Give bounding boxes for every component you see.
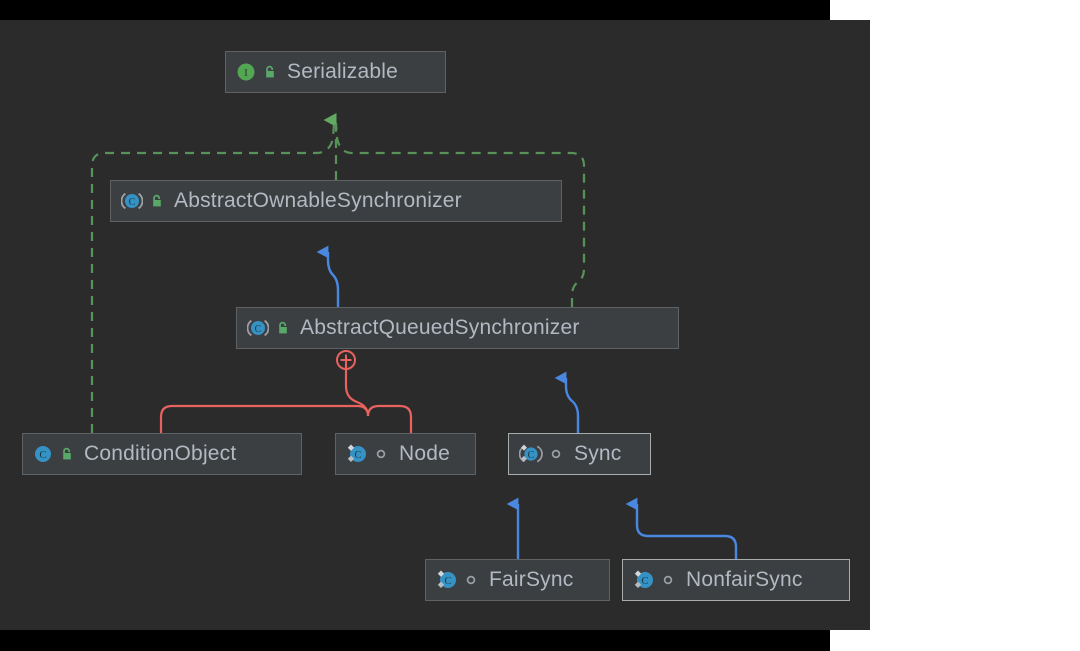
lock-public-icon (58, 447, 74, 461)
class-node-nonfair-sync[interactable]: C NonfairSync (622, 559, 850, 601)
diagram-canvas[interactable]: I Serializable C (0, 20, 870, 630)
abstract-class-icon: C (121, 191, 143, 211)
edge-aqs-inner-trunk (159, 364, 370, 433)
edge-conditionobject-to-serializable (90, 123, 336, 433)
class-node-label: Serializable (287, 60, 398, 83)
static-class-icon: C (436, 569, 458, 591)
class-node-label: ConditionObject (84, 442, 237, 465)
package-private-icon (463, 574, 479, 586)
class-node-label: Node (399, 442, 451, 465)
edge-aqs-to-aos (316, 245, 340, 307)
abstract-static-class-icon: C (519, 443, 543, 465)
edge-inner-class-group (159, 350, 413, 433)
package-private-icon (548, 448, 564, 460)
edge-realization-group (90, 113, 586, 433)
svg-text:C: C (641, 576, 648, 587)
svg-text:C: C (444, 576, 451, 587)
class-node-node[interactable]: C Node (335, 433, 476, 475)
svg-text:C: C (129, 197, 136, 208)
edge-aqs-to-node (366, 404, 413, 433)
bottom-letterbox-strip (0, 630, 830, 651)
class-node-condition-object[interactable]: C ConditionObject (22, 433, 302, 475)
lock-public-icon (274, 321, 290, 335)
svg-text:C: C (39, 449, 46, 461)
edge-sync-to-aqs (554, 371, 580, 433)
edge-inheritance-group (316, 245, 738, 559)
static-class-icon: C (633, 569, 655, 591)
edge-nonfairsync-to-sync (625, 497, 738, 559)
lock-public-icon (148, 194, 164, 208)
lock-public-icon (261, 65, 277, 79)
class-node-serializable[interactable]: I Serializable (225, 51, 446, 93)
class-node-label: NonfairSync (686, 568, 803, 591)
class-node-fair-sync[interactable]: C FairSync (425, 559, 610, 601)
svg-text:C: C (255, 324, 262, 335)
class-node-label: AbstractQueuedSynchronizer (300, 316, 580, 339)
class-node-abstract-ownable-synchronizer[interactable]: C AbstractOwnableSynchronizer (110, 180, 562, 222)
top-letterbox-strip (0, 0, 830, 20)
class-node-label: Sync (574, 442, 622, 465)
static-class-icon: C (346, 443, 368, 465)
class-node-abstract-queued-synchronizer[interactable]: C AbstractQueuedSynchronizer (236, 307, 679, 349)
class-node-label: AbstractOwnableSynchronizer (174, 189, 462, 212)
svg-text:C: C (528, 450, 535, 461)
class-node-sync[interactable]: C Sync (508, 433, 651, 475)
abstract-class-icon: C (247, 318, 269, 338)
svg-text:I: I (244, 67, 248, 79)
package-private-icon (660, 574, 676, 586)
interface-icon: I (236, 62, 256, 82)
class-icon: C (33, 444, 53, 464)
inner-class-plus-marker (336, 350, 356, 370)
package-private-icon (373, 448, 389, 460)
class-node-label: FairSync (489, 568, 574, 591)
svg-text:C: C (354, 450, 361, 461)
